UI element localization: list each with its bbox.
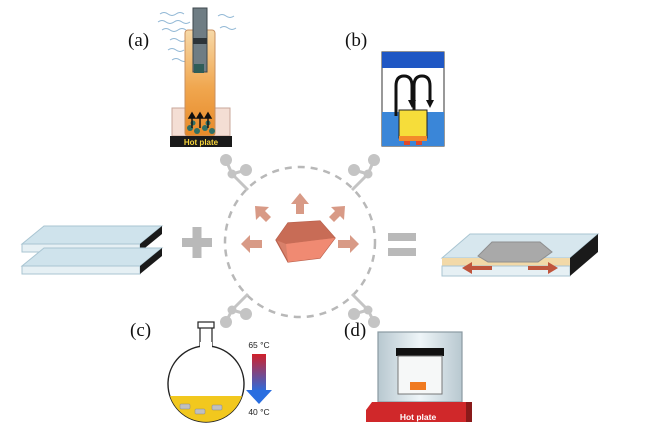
result-sandwich: [440, 233, 600, 277]
hot-plate-d: [366, 410, 472, 422]
plus-icon: [182, 227, 212, 258]
panel-a-label: (a): [128, 30, 150, 51]
thermometer-gradient-icon: [246, 354, 272, 404]
hot-plate-a-label: Hot plate: [184, 138, 219, 147]
equals-icon: [388, 233, 416, 256]
substrates-left: [20, 225, 164, 275]
temp-low-label: 40 °C: [248, 407, 269, 417]
hot-plate-a: [170, 136, 232, 147]
panel-b-label: (b): [345, 30, 368, 51]
panel-b-apparatus: [381, 51, 445, 147]
panel-c-apparatus: 65 °C 40 °C: [167, 321, 272, 423]
center-hub: [220, 154, 380, 328]
temp-high-label: 65 °C: [248, 340, 269, 350]
growth-arrows: [241, 193, 359, 253]
panel-d-apparatus: Hot plate: [366, 331, 472, 422]
connectors: [220, 154, 380, 328]
vapor-icon: [157, 12, 237, 62]
panel-a-apparatus: Hot plate: [157, 7, 237, 147]
panel-d-label: (d): [344, 320, 367, 341]
crystal-icon: [275, 220, 336, 263]
hot-plate-d-label: Hot plate: [400, 412, 437, 422]
panel-c-label: (c): [130, 320, 152, 341]
